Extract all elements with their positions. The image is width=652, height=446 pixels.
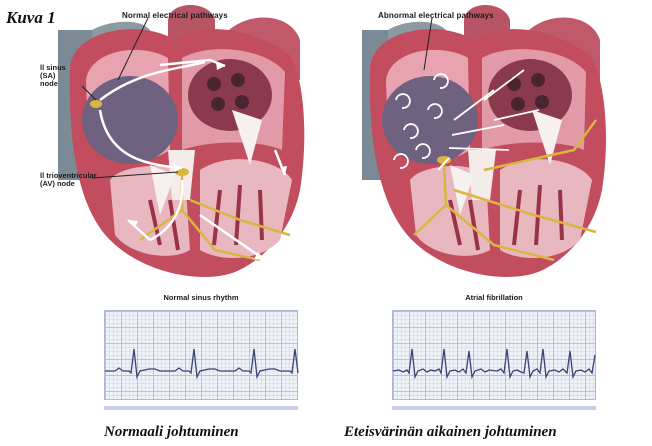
afib-heart-illustration (334, 0, 652, 300)
av-node-label: ll trioventricular (AV) node (40, 172, 97, 188)
caption-normal: Normaali johtuminen (104, 424, 239, 441)
sa-node-label: ll sinus (SA) node (40, 64, 66, 88)
normal-pathways-panel: Normal electrical pathways ll sinus (SA)… (0, 0, 320, 446)
ecg-grid-normal (104, 310, 298, 400)
ecg-trace-afib (393, 311, 597, 401)
heading-abnormal-pathways: Abnormal electrical pathways (378, 11, 494, 20)
ecg-foot-afib (392, 406, 596, 410)
heading-normal-pathways: Normal electrical pathways (122, 11, 228, 20)
abnormal-pathways-panel: Abnormal electrical pathways Atrial fibr… (334, 0, 652, 446)
ecg-foot-normal (104, 406, 298, 410)
ecg-trace-normal (105, 311, 299, 401)
ecg-title-normal: Normal sinus rhythm (104, 292, 298, 304)
caption-afib: Eteisvärinän aikainen johtuminen (344, 424, 557, 441)
ecg-grid-afib (392, 310, 596, 400)
ecg-title-afib: Atrial fibrillation (392, 292, 596, 304)
ecg-atrial-fibrillation: Atrial fibrillation (392, 292, 596, 414)
ecg-normal-sinus: Normal sinus rhythm (104, 292, 298, 414)
normal-heart-illustration (0, 0, 320, 300)
